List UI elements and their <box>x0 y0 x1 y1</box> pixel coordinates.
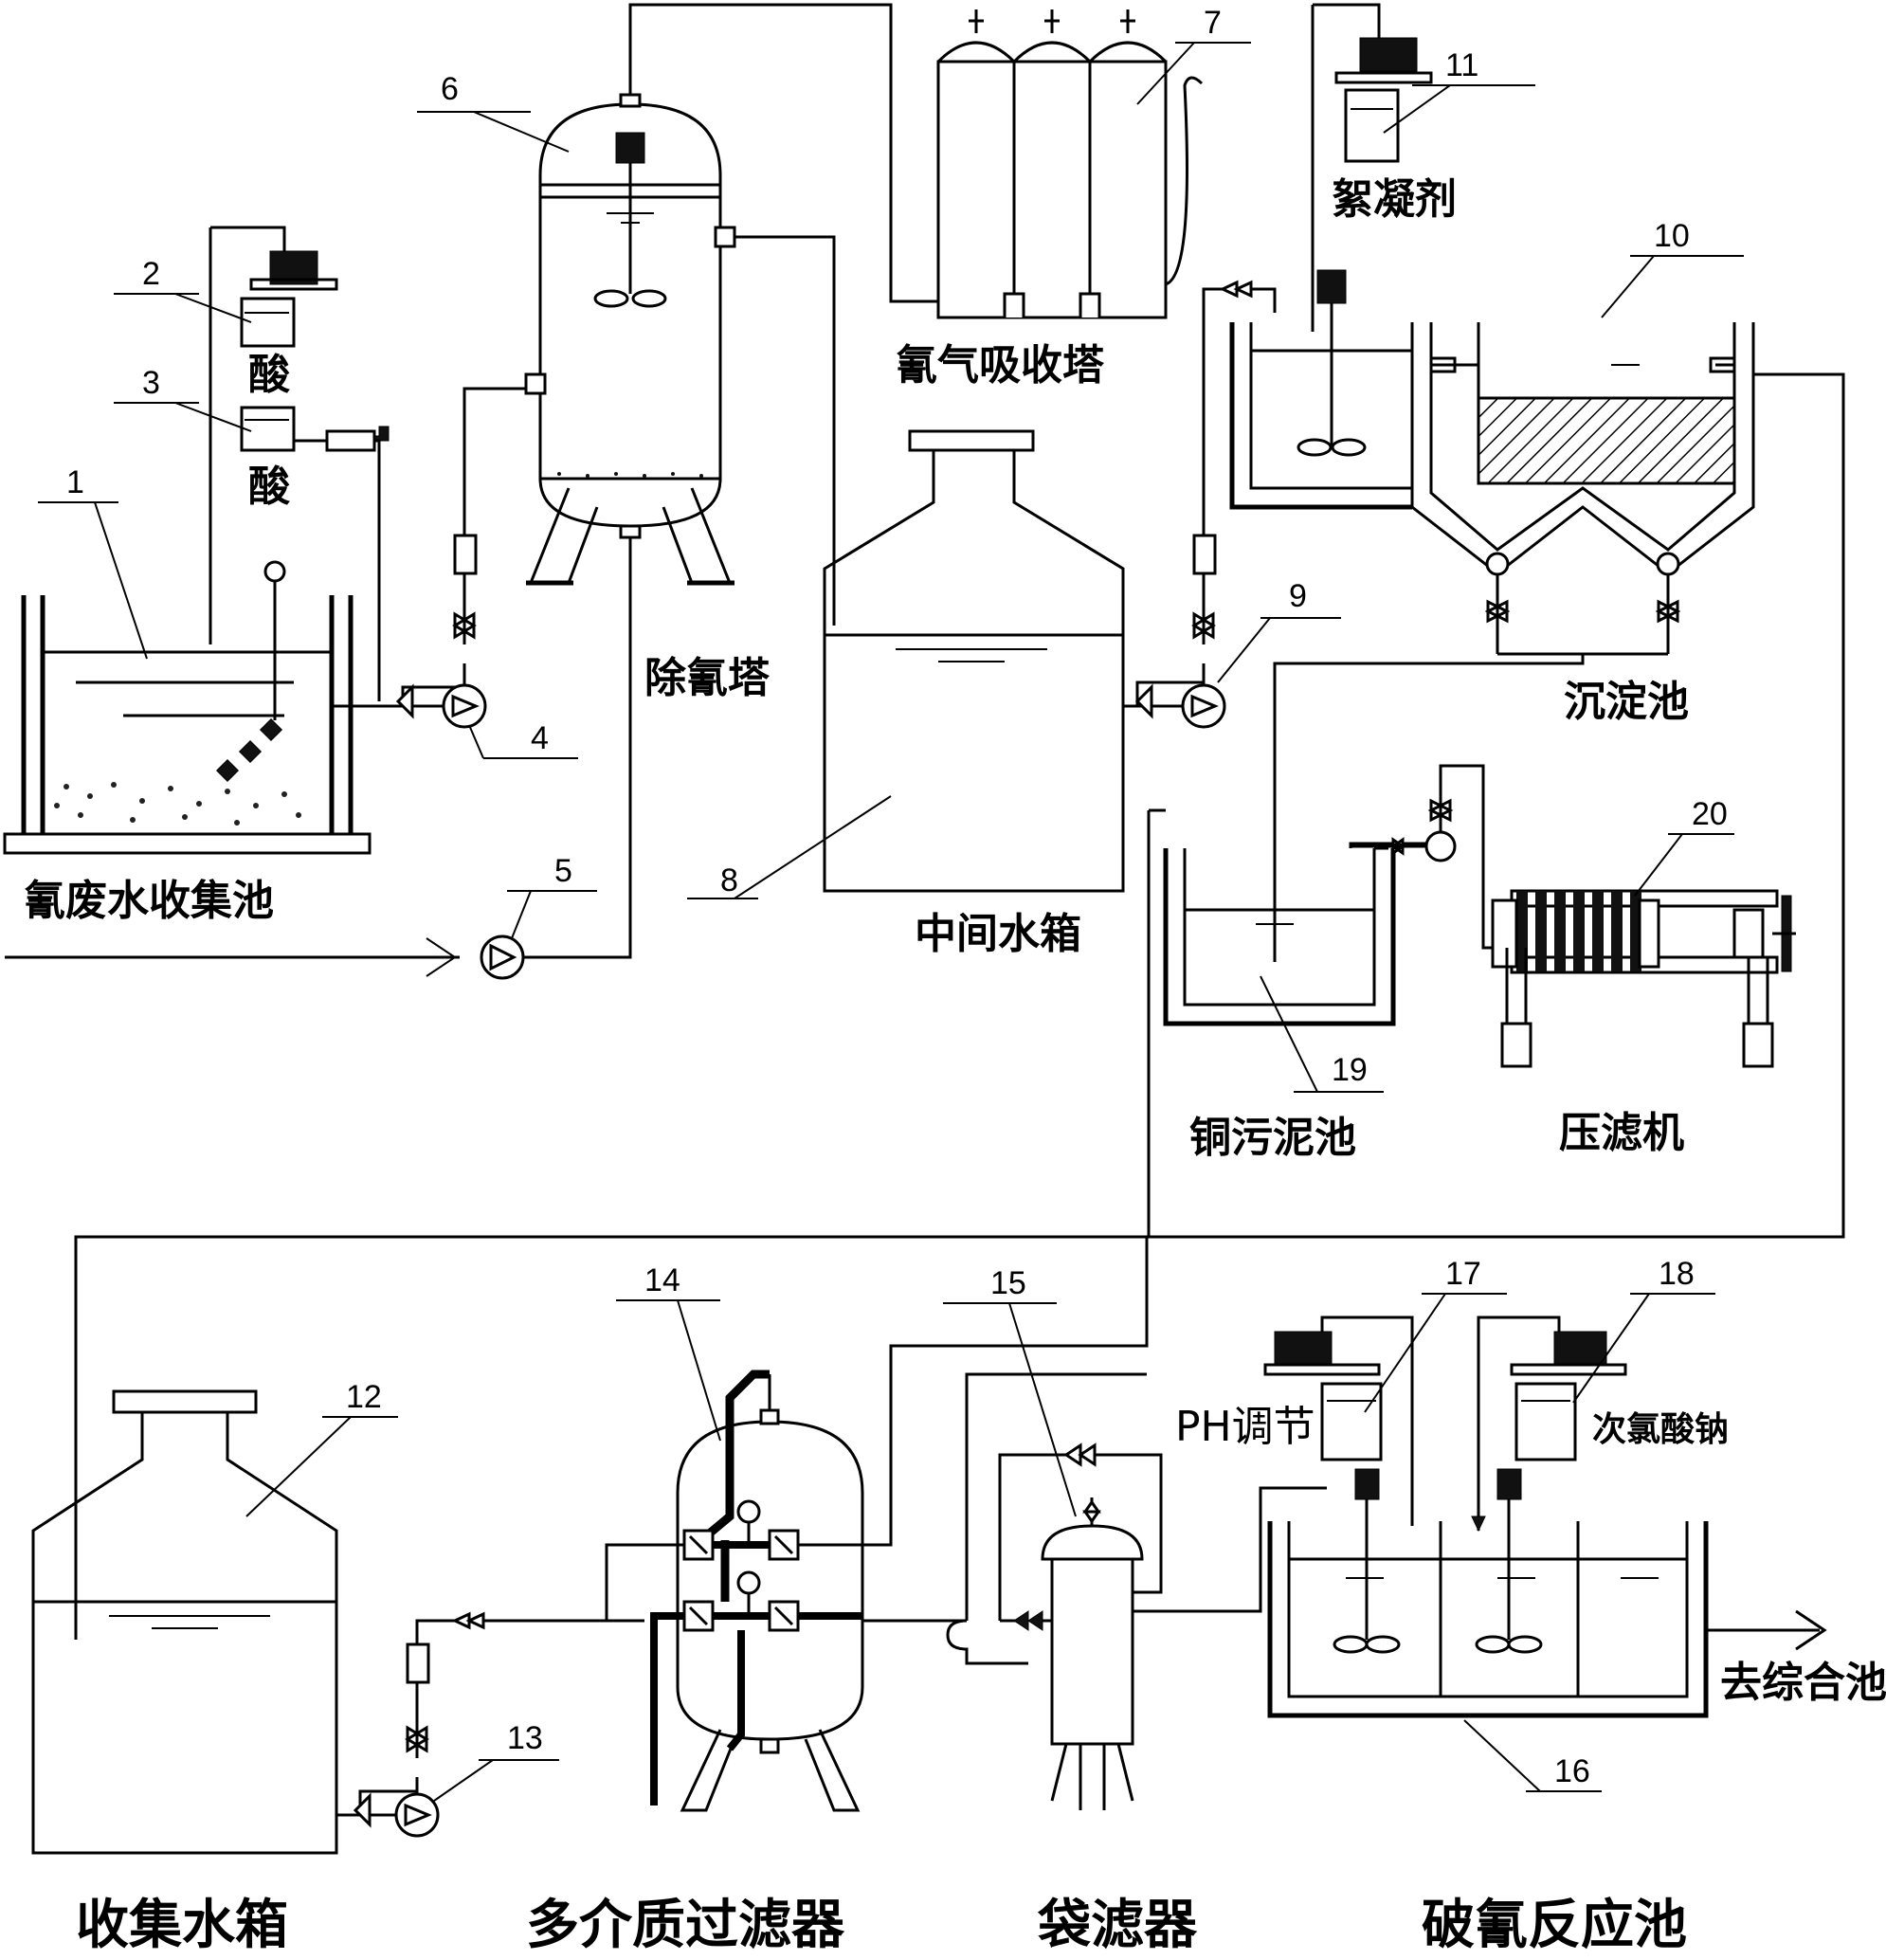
number-15: 15 <box>990 1265 1026 1301</box>
pump-4 <box>332 387 531 729</box>
number-10: 10 <box>1654 218 1690 254</box>
cyanide-breaking-pool-16 <box>1260 1468 1827 1718</box>
ph-adjust-label: PH调节 <box>1175 1403 1315 1451</box>
intermediate-tank-label: 中间水箱 <box>915 910 1081 958</box>
cyanide-gas-absorber-label: 氰气吸收塔 <box>896 341 1105 390</box>
number-13: 13 <box>507 1720 543 1756</box>
number-8: 8 <box>720 862 738 898</box>
multimedia-filter-label: 多介质过滤器 <box>526 1895 845 1956</box>
acid-label-2: 酸 <box>248 351 291 399</box>
cyanide-waste-pool <box>3 560 372 855</box>
multimedia-filter-14 <box>605 1237 1149 1812</box>
copper-sludge-pool-19 <box>1163 842 1426 1026</box>
number-12: 12 <box>346 1379 382 1415</box>
filter-press-20 <box>1491 889 1796 1068</box>
to-combined-pool-label: 去综合池 <box>1720 1659 1886 1707</box>
filter-press-label: 压滤机 <box>1559 1109 1684 1157</box>
number-19: 19 <box>1332 1052 1368 1088</box>
number-2: 2 <box>142 256 160 292</box>
decyanide-tower-6 <box>524 93 736 586</box>
acid-doser-2 <box>209 226 338 644</box>
number-11: 11 <box>1445 47 1478 83</box>
number-20: 20 <box>1692 796 1728 832</box>
copper-sludge-pool-label: 铜污泥池 <box>1189 1114 1356 1162</box>
number-3: 3 <box>142 365 160 401</box>
number-4: 4 <box>531 720 549 756</box>
cyanide-gas-absorber-7 <box>936 9 1204 319</box>
number-7: 7 <box>1204 5 1222 41</box>
number-6: 6 <box>441 71 459 107</box>
number-16: 16 <box>1554 1753 1590 1789</box>
collection-tank-12 <box>31 1235 1147 1855</box>
pump-13 <box>336 1611 644 1838</box>
collection-tank-label: 收集水箱 <box>76 1895 288 1956</box>
sodium-hypochlorite-label: 次氯酸钠 <box>1592 1410 1729 1449</box>
flocculant-doser-11 <box>1311 3 1433 332</box>
blower-5 <box>5 535 632 980</box>
acid-label-3: 酸 <box>248 463 291 511</box>
settling-tank-10 <box>1147 269 1845 1239</box>
number-9: 9 <box>1289 578 1307 614</box>
pump-9 <box>1123 280 1277 729</box>
bag-filter-label: 袋滤器 <box>1037 1895 1198 1956</box>
decyanide-tower-label: 除氰塔 <box>644 654 771 702</box>
number-17: 17 <box>1445 1256 1481 1292</box>
number-14: 14 <box>644 1262 680 1298</box>
intermediate-tank-8 <box>823 429 1125 893</box>
number-18: 18 <box>1659 1256 1695 1292</box>
number-5: 5 <box>554 853 572 889</box>
cyanide-breaking-pool-label: 破氰反应池 <box>1422 1895 1687 1956</box>
sodium-hypochlorite-doser-18 <box>1471 1316 1627 1533</box>
settling-tank-label: 沉淀池 <box>1564 678 1689 726</box>
acid-doser-3 <box>240 406 390 701</box>
number-1: 1 <box>66 464 84 500</box>
flocculant-label: 絮凝剂 <box>1332 175 1457 224</box>
cyanide-waste-pool-label: 氰废水收集池 <box>24 877 274 925</box>
ph-adjust-doser-17 <box>1263 1316 1414 1526</box>
